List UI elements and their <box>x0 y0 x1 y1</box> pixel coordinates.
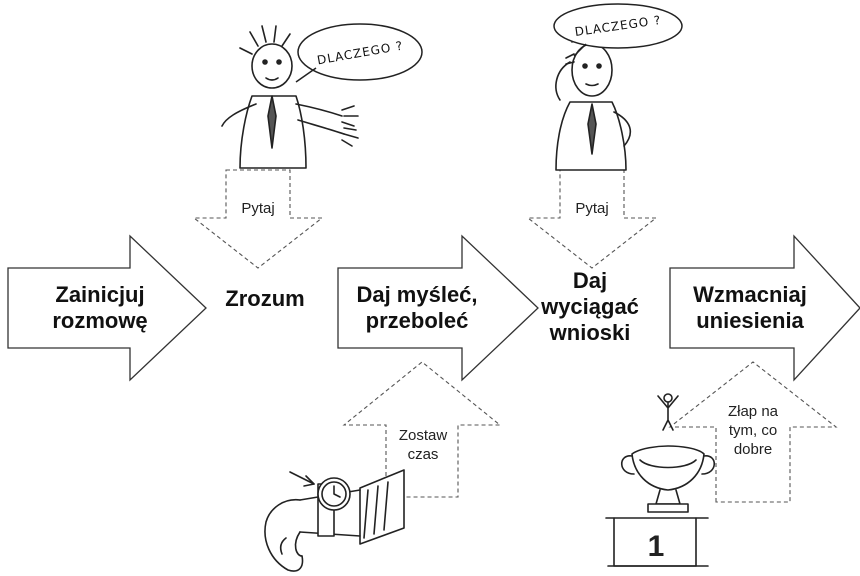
input-arrow-ask-2 <box>526 169 658 269</box>
speech-bubble-why-1: DLACZEGO ? <box>295 23 423 83</box>
speech-bubble-why-2: DLACZEGO ? <box>553 3 683 57</box>
input-ask-2: Pytaj <box>575 200 609 217</box>
input-leave-time: Zostaw czas <box>398 427 448 464</box>
step-initiate: Zainicjuj rozmowę <box>52 282 148 333</box>
arrow-let-think <box>337 234 539 382</box>
arrow-initiate <box>7 234 207 382</box>
input-arrow-ask-1 <box>192 169 324 269</box>
confused-man-illustration <box>221 25 359 169</box>
trophy-podium-illustration <box>605 393 716 567</box>
wristwatch-hand-illustration <box>264 469 405 572</box>
step-let-think: Daj myśleć, przeboleć <box>356 282 478 333</box>
input-ask-1: Pytaj <box>241 200 275 217</box>
step-draw-conclusions: Daj wyciągać wnioski <box>541 268 639 345</box>
podium-place-number: 1 <box>648 530 665 563</box>
arrow-reinforce <box>669 234 860 382</box>
input-arrow-catch-good <box>668 361 838 503</box>
input-catch-good: Złap na tym, co dobre <box>727 403 779 459</box>
input-arrow-leave-time <box>342 361 502 498</box>
thinking-man-illustration <box>555 31 632 171</box>
step-understand: Zrozum <box>225 286 305 311</box>
step-reinforce: Wzmacniaj uniesienia <box>693 282 807 333</box>
